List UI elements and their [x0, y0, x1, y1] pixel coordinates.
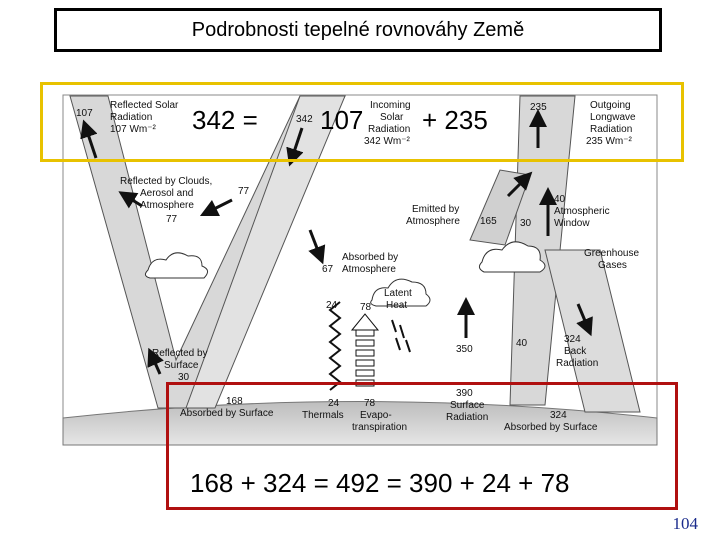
- label-outgoing-value: 235: [530, 102, 547, 113]
- label-reflected-clouds-3: Atmosphere: [140, 200, 194, 211]
- arrow-reflected-clouds-a: [199, 198, 233, 217]
- earth-surface: [62, 401, 658, 446]
- equation-top-middle: 107: [320, 105, 364, 135]
- equation-top-right: + 235: [422, 105, 488, 135]
- label-latent-1: Latent: [384, 288, 412, 299]
- label-reflected-solar-2: Radiation: [110, 112, 152, 123]
- label-outgoing-1: Outgoing: [590, 100, 631, 111]
- label-evapo-value: 78: [364, 398, 376, 409]
- label-surface-rad-1: Surface: [450, 400, 485, 411]
- label-emitted-atm-2: Atmosphere: [406, 216, 460, 227]
- label-emitted-atm-1: Emitted by: [412, 204, 459, 215]
- thermals-wave: [328, 301, 342, 391]
- cloud-greenhouse: [478, 241, 546, 273]
- arrow-reflected-surface: [147, 347, 164, 375]
- incoming-solar-band: [185, 95, 346, 409]
- label-reflected-solar-3: 107 Wm⁻²: [110, 124, 157, 135]
- label-incoming-2: Solar: [380, 112, 404, 123]
- label-reflected-surface-2: Surface: [164, 360, 199, 371]
- bottom-equation-frame: [166, 382, 678, 510]
- label-evapo-1: Evapo-: [360, 410, 392, 421]
- label-reflected-solar-1: Reflected Solar: [110, 100, 179, 111]
- arrow-absorbed-atm: [308, 229, 326, 265]
- label-window-30: 30: [520, 218, 532, 229]
- equation-top-left: 342 =: [192, 105, 258, 135]
- label-outgoing-4: 235 Wm⁻²: [586, 136, 633, 147]
- latent-heat-arrow: [350, 313, 380, 331]
- label-evapo-2: transpiration: [352, 422, 407, 433]
- label-outgoing-2: Longwave: [590, 112, 636, 123]
- equation-bottom: 168 + 324 = 492 = 390 + 24 + 78: [190, 468, 570, 498]
- label-350: 350: [456, 344, 473, 355]
- label-surface-absorbed: Absorbed by Surface: [180, 408, 274, 419]
- label-incoming-value: 342: [296, 114, 313, 125]
- label-surface-absorbed-value: 168: [226, 396, 243, 407]
- label-surface-rad-value: 390: [456, 388, 473, 399]
- label-thermals: Thermals: [302, 410, 344, 421]
- cloud-latent: [370, 278, 431, 307]
- label-absorbed-atm-value: 67: [322, 264, 334, 275]
- label-back-absorbed: Absorbed by Surface: [504, 422, 598, 433]
- label-back-absorbed-value: 324: [550, 410, 567, 421]
- label-greenhouse-2: Gases: [598, 260, 627, 271]
- label-reflected-clouds-value-a: 77: [238, 186, 250, 197]
- arrow-emitted-atm: [506, 171, 533, 198]
- label-outgoing-3: Radiation: [590, 124, 632, 135]
- label-emitted-atm-value: 165: [480, 216, 497, 227]
- top-equation-frame: [40, 82, 684, 162]
- label-incoming-1: Incoming: [370, 100, 411, 111]
- label-window-40: 40: [554, 194, 566, 205]
- label-reflected-solar-value: 107: [76, 108, 93, 119]
- label-greenhouse-1: Greenhouse: [584, 248, 639, 259]
- label-reflected-clouds-value-b: 77: [166, 214, 178, 225]
- label-absorbed-atm-2: Atmosphere: [342, 264, 396, 275]
- label-reflected-surface-value: 30: [178, 372, 190, 383]
- label-thermals-value: 24: [328, 398, 340, 409]
- label-absorbed-atm-1: Absorbed by: [342, 252, 398, 263]
- label-latent-2: Heat: [386, 300, 407, 311]
- label-40-lower: 40: [516, 338, 528, 349]
- label-back-2: Radiation: [556, 358, 598, 369]
- arrow-incoming-solar: [286, 127, 304, 167]
- label-window-1: Atmospheric: [554, 206, 610, 217]
- label-back-value: 324: [564, 334, 581, 345]
- page-number: 104: [672, 514, 699, 533]
- arrow-back-radiation: [576, 303, 593, 337]
- label-back-1: Back: [564, 346, 587, 357]
- label-window-2: Window: [554, 218, 590, 229]
- cloud-left: [144, 252, 208, 279]
- slide-title-text: Podrobnosti tepelné rovnováhy Země: [191, 18, 525, 41]
- label-reflected-surface-1: Reflected by: [152, 348, 208, 359]
- label-reflected-clouds-2: Aerosol and: [140, 188, 193, 199]
- label-thermals-top: 24: [326, 300, 338, 311]
- label-incoming-3: Radiation: [368, 124, 410, 135]
- label-latent-top: 78: [360, 302, 372, 313]
- slide-title: Podrobnosti tepelné rovnováhy Země: [54, 8, 662, 52]
- label-incoming-4: 342 Wm⁻²: [364, 136, 411, 147]
- label-reflected-clouds-1: Reflected by Clouds,: [120, 176, 212, 187]
- arrow-reflected-clouds-b: [118, 191, 143, 209]
- arrow-reflected-solar: [80, 119, 98, 159]
- rain-lines: [391, 319, 411, 353]
- label-surface-rad-2: Radiation: [446, 412, 488, 423]
